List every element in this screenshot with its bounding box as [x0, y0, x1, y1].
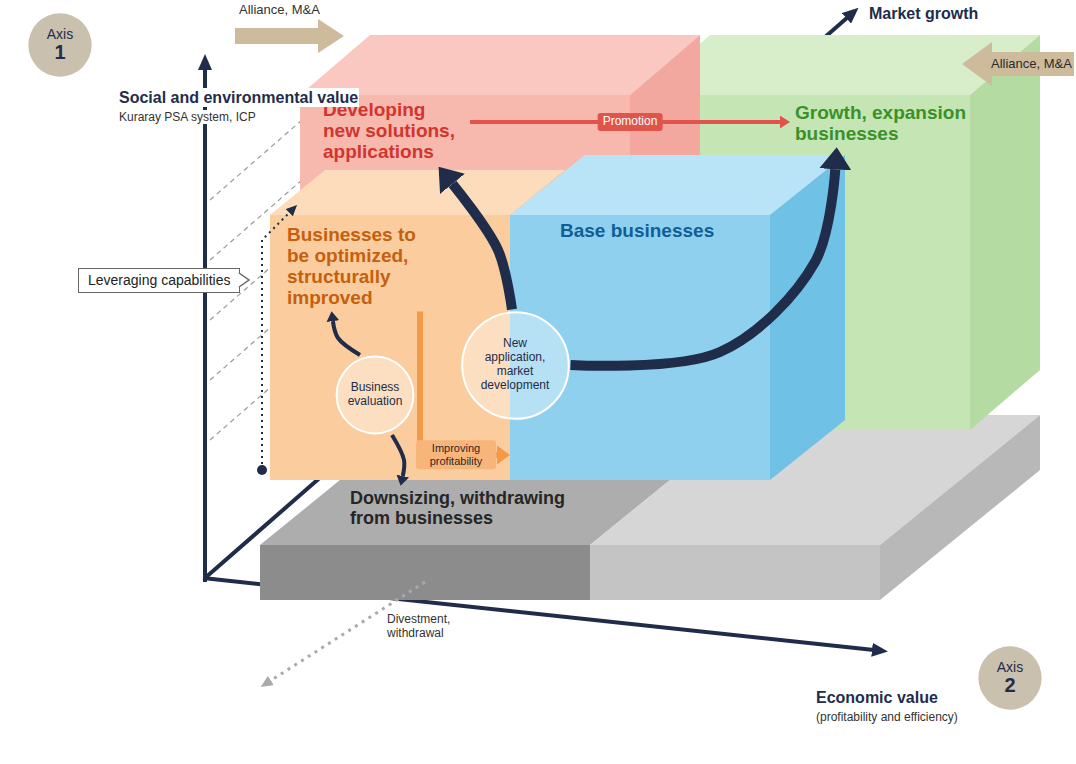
- node-text: Businesses to be optimized, structurally…: [287, 225, 427, 309]
- node-text: Developing new solutions, applications: [323, 100, 465, 163]
- text-label: Alliance, M&A: [990, 56, 1073, 72]
- slab-front: [260, 545, 590, 600]
- node-text: Axis: [47, 27, 73, 42]
- callout-box: Leveraging capabilities: [78, 268, 240, 293]
- text-label: Market growth: [868, 4, 979, 23]
- process-circle: New application, market development: [460, 310, 571, 421]
- projection-line: [210, 113, 310, 200]
- edge-label: Improving profitability: [416, 440, 496, 469]
- axis-badge: Axis1: [27, 12, 93, 78]
- connector-arrow: [571, 169, 836, 366]
- text-label: Economic value: [815, 688, 939, 707]
- node-text: Base businesses: [560, 221, 760, 242]
- node-text: Axis: [997, 660, 1023, 675]
- leverage-arrow: [262, 212, 290, 464]
- connector-arrow: [392, 435, 404, 476]
- circle-text: Business evaluation: [343, 381, 407, 409]
- axis-badge: Axis2: [977, 645, 1043, 711]
- circle-shape: [337, 357, 414, 434]
- cube-top: [300, 35, 700, 95]
- node-text: Business evaluation: [343, 381, 407, 409]
- alliance-arrow: [962, 42, 1074, 86]
- withdraw-box-label: Downsizing, withdrawing from businesses: [345, 486, 580, 532]
- circle-shape: [978, 646, 1041, 709]
- circle-text: Axis2: [997, 660, 1023, 696]
- text-label: Divestment, withdrawal: [386, 612, 466, 641]
- callout-pointer-shape: [239, 273, 249, 287]
- node-text: New application, market development: [473, 337, 557, 392]
- text-label: Kuraray PSA system, ICP: [118, 110, 257, 124]
- blue-cube: [510, 155, 845, 480]
- cube-side: [970, 35, 1040, 430]
- node-text: 2: [997, 675, 1023, 696]
- circle-shape: [28, 13, 91, 76]
- alliance-arrow: [235, 19, 344, 53]
- node-text: Growth, expansion businesses: [795, 103, 975, 145]
- node-text: Downsizing, withdrawing from businesses: [350, 489, 575, 529]
- connector-arrow: [333, 321, 360, 355]
- solution-box-label: Developing new solutions, applications: [318, 97, 470, 166]
- slab-side: [880, 415, 1040, 600]
- circle-text: Axis1: [47, 27, 73, 63]
- optimize-box-label: Businesses to be optimized, structurally…: [282, 222, 432, 312]
- process-circle: Business evaluation: [335, 355, 415, 435]
- leverage-dot: [257, 465, 267, 475]
- node-text: Leveraging capabilities: [88, 272, 230, 289]
- slab-front: [590, 545, 880, 600]
- growth-box-label: Growth, expansion businesses: [790, 100, 980, 148]
- text-label: Alliance, M&A: [238, 2, 321, 18]
- connector-arrow: [452, 184, 512, 310]
- callout-pointer: [239, 273, 250, 287]
- text-label: Social and environmental value: [118, 88, 359, 107]
- circle-shape: [462, 312, 569, 419]
- node-text: 1: [47, 42, 73, 63]
- edge-label: Promotion: [598, 113, 663, 131]
- text-label: (profitability and efficiency): [815, 710, 959, 724]
- circle-text: New application, market development: [473, 337, 557, 392]
- axis-line: [203, 68, 207, 582]
